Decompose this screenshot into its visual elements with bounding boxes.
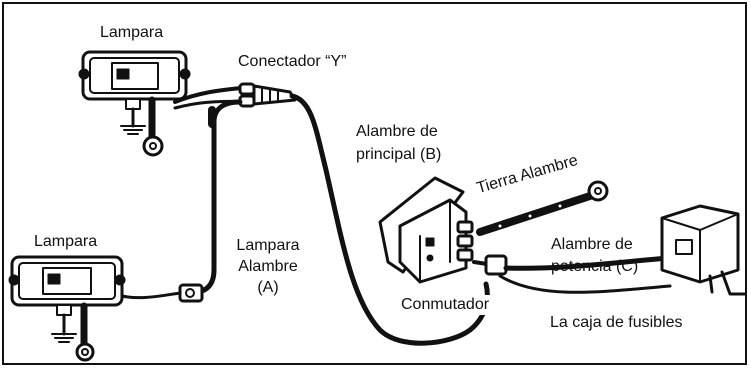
top-lamp-icon xyxy=(78,50,191,157)
top-lamp-label: Lampara xyxy=(100,24,164,41)
y-connector-label: Conectador “Y” xyxy=(238,53,347,70)
main-wire-b xyxy=(289,93,490,346)
diagram-border xyxy=(2,2,747,365)
bottom-lamp-label: Lampara xyxy=(34,233,98,250)
lamp-wire-label-line3: (A) xyxy=(257,279,279,296)
fuse-box-label: La caja de fusibles xyxy=(550,314,683,331)
main-wire-label-line1: Alambre de xyxy=(356,123,438,140)
switch-icon xyxy=(378,176,474,284)
lamp-wire-label-line2: Alambre xyxy=(238,258,298,275)
lamp-wire-label-line1: Lampara xyxy=(236,237,300,254)
switch-label: Conmutador xyxy=(399,295,492,315)
lamp-wire-a xyxy=(192,99,243,295)
power-wire-label-line2: potencia (C) xyxy=(551,258,639,275)
fuse-box-icon xyxy=(660,204,747,296)
power-wire-c xyxy=(472,254,672,294)
power-wire-label-line1: Alambre de xyxy=(551,236,633,253)
bottom-lamp-icon xyxy=(8,255,126,362)
bottom-lamp-lead xyxy=(120,291,182,300)
lamp-wire-connector xyxy=(178,283,204,303)
y-connector-icon xyxy=(238,82,297,108)
ground-wire-icon xyxy=(476,180,609,236)
top-lamp-lead xyxy=(173,86,243,104)
main-wire-label-line2: principal (B) xyxy=(356,146,442,163)
